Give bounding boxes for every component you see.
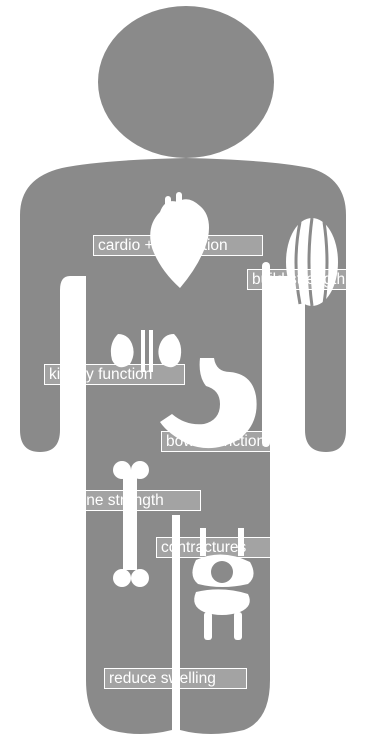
head-silhouette (98, 6, 274, 158)
label-cardio-circulation: cardio + circulation (93, 235, 263, 256)
label-build-strength: build strength (247, 269, 370, 290)
label-bowel-function: bowel function (161, 431, 301, 452)
label-bone-strength: bone strength (64, 490, 201, 511)
label-contractures: contractures (156, 537, 297, 558)
label-kidney-function: kidney function (44, 364, 185, 385)
forearm-muscle-icon (286, 218, 338, 306)
label-reduce-swelling: reduce swelling (104, 668, 247, 689)
